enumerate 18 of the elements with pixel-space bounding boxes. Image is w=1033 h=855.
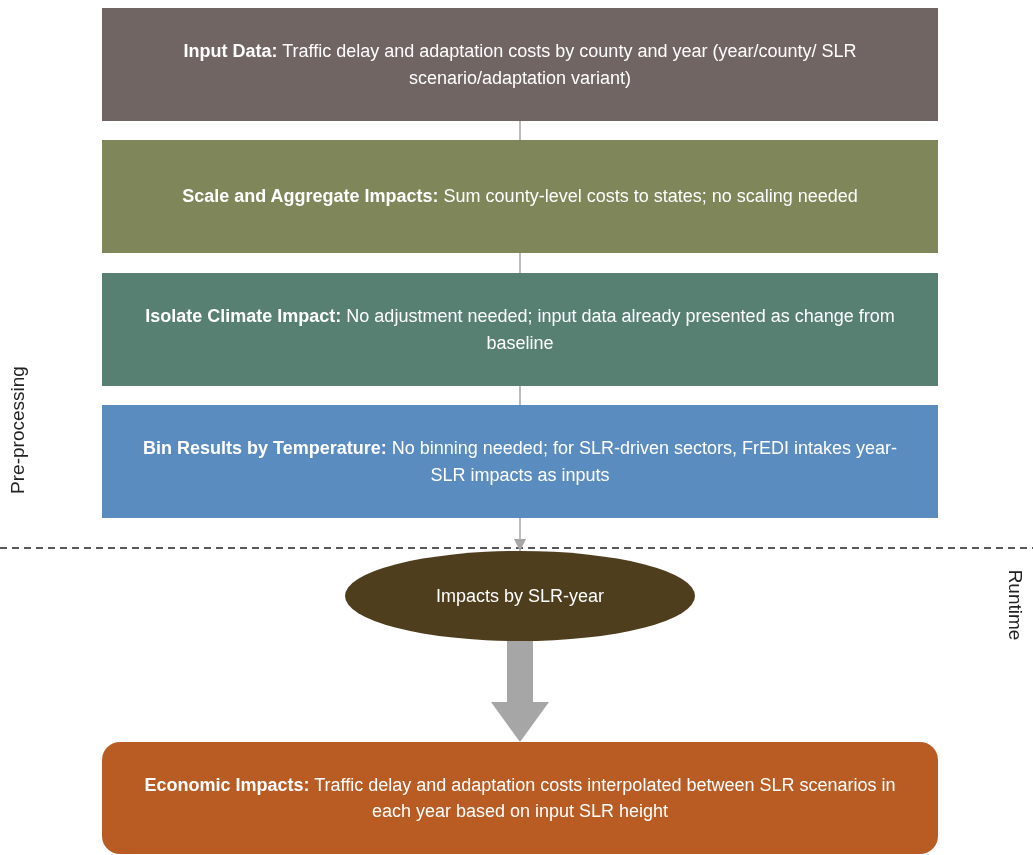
process-box — [102, 405, 938, 518]
node-text: Isolate Climate Impact: No adjustment needed; input data already presented as change from baseline — [144, 305, 896, 355]
connector-line — [519, 120, 521, 141]
section-label: Pre-processing — [6, 366, 29, 494]
process-box — [102, 273, 938, 386]
node-text: Bin Results by Temperature: No binning needed; for SLR-driven sectors, FrEDI intakes year-SLR impacts as inputs — [142, 437, 898, 487]
result-box — [102, 742, 938, 854]
section-label: Runtime — [1003, 569, 1026, 641]
node-text: Economic Impacts: Traffic delay and adaptation costs interpolated between SLR scenarios in each year based on input SLR height — [143, 773, 897, 823]
node-text: Scale and Aggregate Impacts: Sum county-level costs to states; no scaling needed — [182, 185, 858, 209]
connector-line — [519, 385, 521, 406]
node-text: Input Data: Traffic delay and adaptation costs by county and year (year/county/ SLR scenario/adaptation variant) — [182, 40, 858, 90]
arrow — [514, 517, 526, 552]
process-box — [102, 8, 938, 121]
connector-line — [519, 252, 521, 274]
process-box — [102, 140, 938, 253]
node-text: Impacts by SLR-year — [435, 584, 605, 608]
block-arrow — [491, 641, 549, 742]
